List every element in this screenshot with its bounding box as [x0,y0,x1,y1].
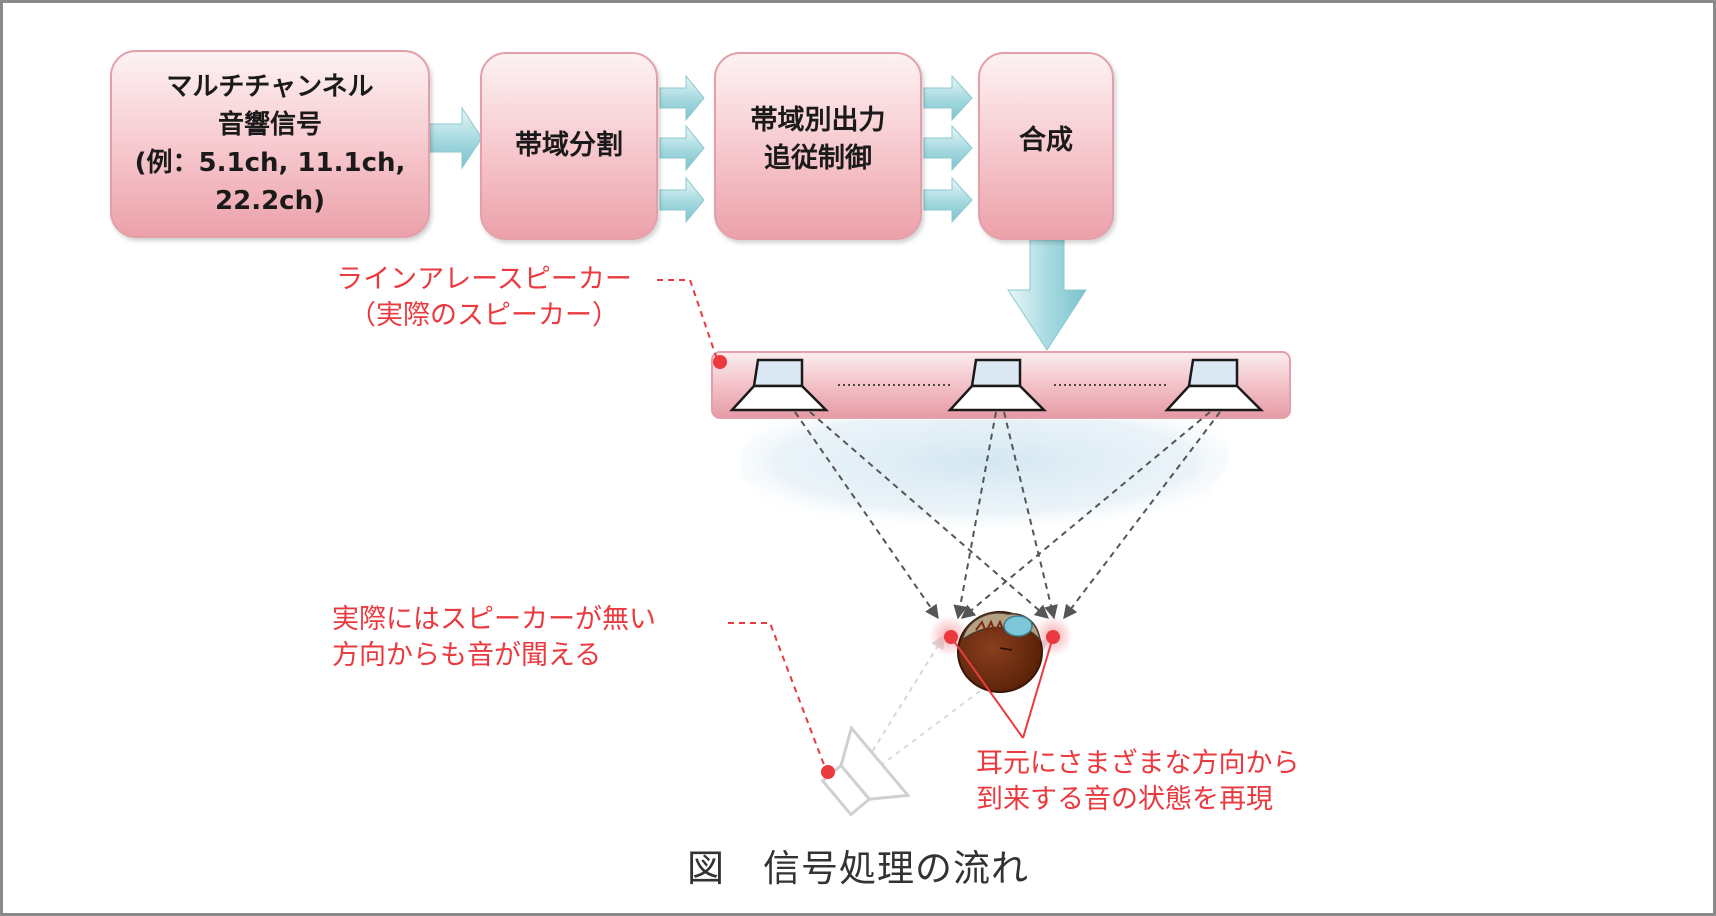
annotation-leaders [657,279,827,771]
speaker-icon [1164,358,1265,412]
box-band-split: 帯域分割 [480,52,658,240]
box-band-split-label: 帯域分割 [515,130,623,161]
ear-marker-dot-right [1046,630,1060,644]
box-band-output-tracking-label: 帯域別出力 追従制御 [750,105,886,174]
virtual-speaker-icon [820,724,911,817]
annotation-virtual-source: 実際にはスピーカーが無い 方向からも音が聞える [332,604,656,671]
ear-pointer-lines [950,636,1054,739]
box-combine-label: 合成 [1019,125,1073,156]
flow-arrow-combine-to-array [1007,239,1087,351]
box-multichannel-source: マルチチャンネル 音響信号 (例：5.1ch, 11.1ch, 22.2ch) [110,50,430,238]
figure-caption: 図 信号処理の流れ [687,847,1029,890]
flow-arrows-tracking-to-combine [923,74,973,224]
sound-rays [794,411,1221,620]
virtual-speaker-marker-dot [821,765,835,779]
flow-arrow-source-to-split [429,106,483,170]
array-marker-dot [713,355,727,369]
speaker-icon [729,358,830,412]
box-multichannel-source-label: マルチチャンネル 音響信号 (例：5.1ch, 11.1ch, 22.2ch) [134,72,406,216]
sound-beam-field [740,420,1229,540]
ear-marker-dot-left [944,630,958,644]
speaker-icon [947,358,1048,412]
listener-head-icon [929,611,1073,693]
box-combine: 合成 [978,52,1114,240]
box-band-output-tracking: 帯域別出力 追従制御 [714,52,922,240]
annotation-line-array: ラインアレースピーカー （実際のスピーカー） [336,264,632,331]
flow-arrows-split-to-tracking [659,74,705,224]
annotation-ear: 耳元にさまざまな方向から 到来する音の状態を再現 [976,748,1300,815]
